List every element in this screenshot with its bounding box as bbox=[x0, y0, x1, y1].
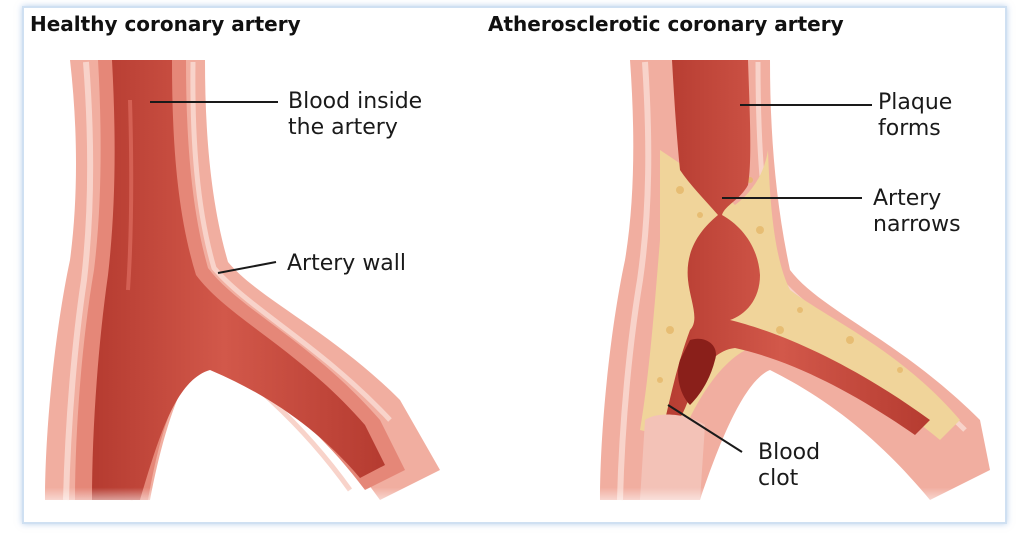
label-blood-inside-line2: the artery bbox=[288, 115, 422, 141]
label-blood-inside: Blood inside the artery bbox=[288, 89, 422, 141]
label-clot-line1: Blood bbox=[758, 440, 820, 466]
label-narrows-line2: narrows bbox=[873, 212, 961, 238]
label-artery-wall: Artery wall bbox=[287, 251, 406, 277]
label-blood-inside-line1: Blood inside bbox=[288, 89, 422, 115]
label-clot-line2: clot bbox=[758, 466, 820, 492]
label-narrows-line1: Artery bbox=[873, 186, 961, 212]
label-plaque-line1: Plaque bbox=[878, 90, 952, 116]
label-plaque-line2: forms bbox=[878, 116, 952, 142]
label-plaque-forms: Plaque forms bbox=[878, 90, 952, 142]
label-blood-clot: Blood clot bbox=[758, 440, 820, 492]
atherosclerotic-title: Atherosclerotic coronary artery bbox=[488, 12, 844, 36]
healthy-title: Healthy coronary artery bbox=[30, 12, 301, 36]
label-artery-narrows: Artery narrows bbox=[873, 186, 961, 238]
